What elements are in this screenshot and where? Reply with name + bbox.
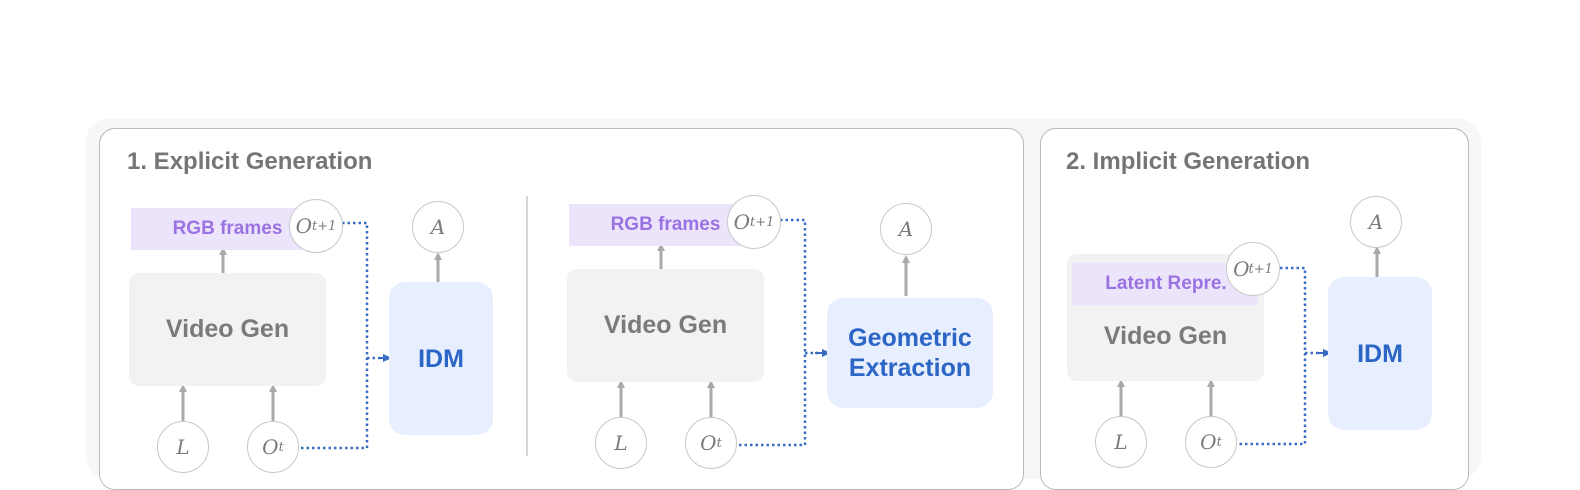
video-gen-box: Video Gen (567, 269, 764, 382)
rgb-frames-box: RGB frames (131, 208, 314, 250)
latent-representation-label: Latent Repre. (1105, 273, 1227, 294)
idm-label: IDM (1357, 339, 1403, 368)
panel-1-divider (526, 196, 528, 456)
geometric-label-line2: Extraction (848, 354, 972, 382)
rgb-frames-label: RGB frames (610, 214, 721, 235)
video-gen-box: Video Gen (129, 273, 326, 386)
video-gen-label: Video Gen (1103, 322, 1228, 350)
action-node: A (880, 203, 932, 255)
language-node: L (157, 421, 209, 473)
implicit-generation-title: 2. Implicit Generation (1066, 148, 1311, 175)
language-node: L (595, 417, 647, 469)
video-gen-label: Video Gen (165, 315, 290, 343)
geometric-extraction-box: Geometric Extraction (827, 298, 993, 408)
language-node: L (1095, 416, 1147, 468)
rgb-frames-box: RGB frames (569, 204, 752, 246)
geometric-label-line1: Geometric (848, 324, 972, 352)
idm-label: IDM (418, 344, 464, 373)
rgb-frames-label: RGB frames (172, 218, 283, 239)
idm-box: IDM (1328, 277, 1432, 430)
action-node: A (412, 201, 464, 253)
latent-observation-next-node: O′t+1 (1226, 242, 1280, 296)
explicit-generation-title: 1. Explicit Generation (127, 148, 373, 175)
video-gen-label: Video Gen (603, 311, 728, 339)
idm-box: IDM (389, 282, 493, 435)
action-node: A (1350, 196, 1402, 248)
